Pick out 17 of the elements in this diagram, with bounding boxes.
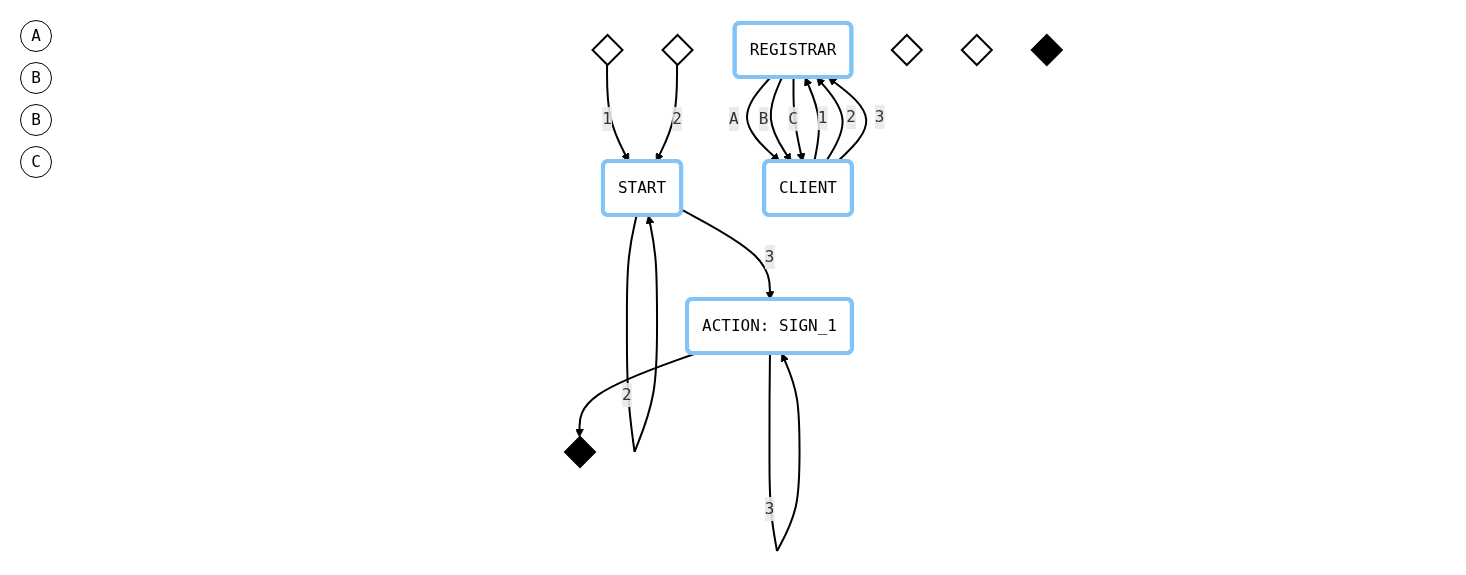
edge-label: 1 [817, 108, 827, 128]
edge-label: 3 [764, 247, 774, 267]
node-diamond [1030, 34, 1063, 67]
edge-label: 3 [874, 107, 885, 127]
node-diamond [960, 34, 993, 67]
edge-label: B [758, 109, 768, 129]
node-diamond [660, 34, 694, 67]
edge-label: 2 [671, 109, 682, 129]
node-diamond [890, 34, 923, 67]
node-diamond [590, 34, 624, 67]
edge-label: 2 [621, 385, 632, 405]
edge-label: A [728, 109, 739, 129]
edge-label: 3 [764, 499, 774, 519]
edge-label: 1 [601, 109, 612, 129]
edge-label: 2 [845, 107, 856, 127]
edge-label: C [787, 109, 798, 129]
node-diamond [563, 436, 596, 469]
